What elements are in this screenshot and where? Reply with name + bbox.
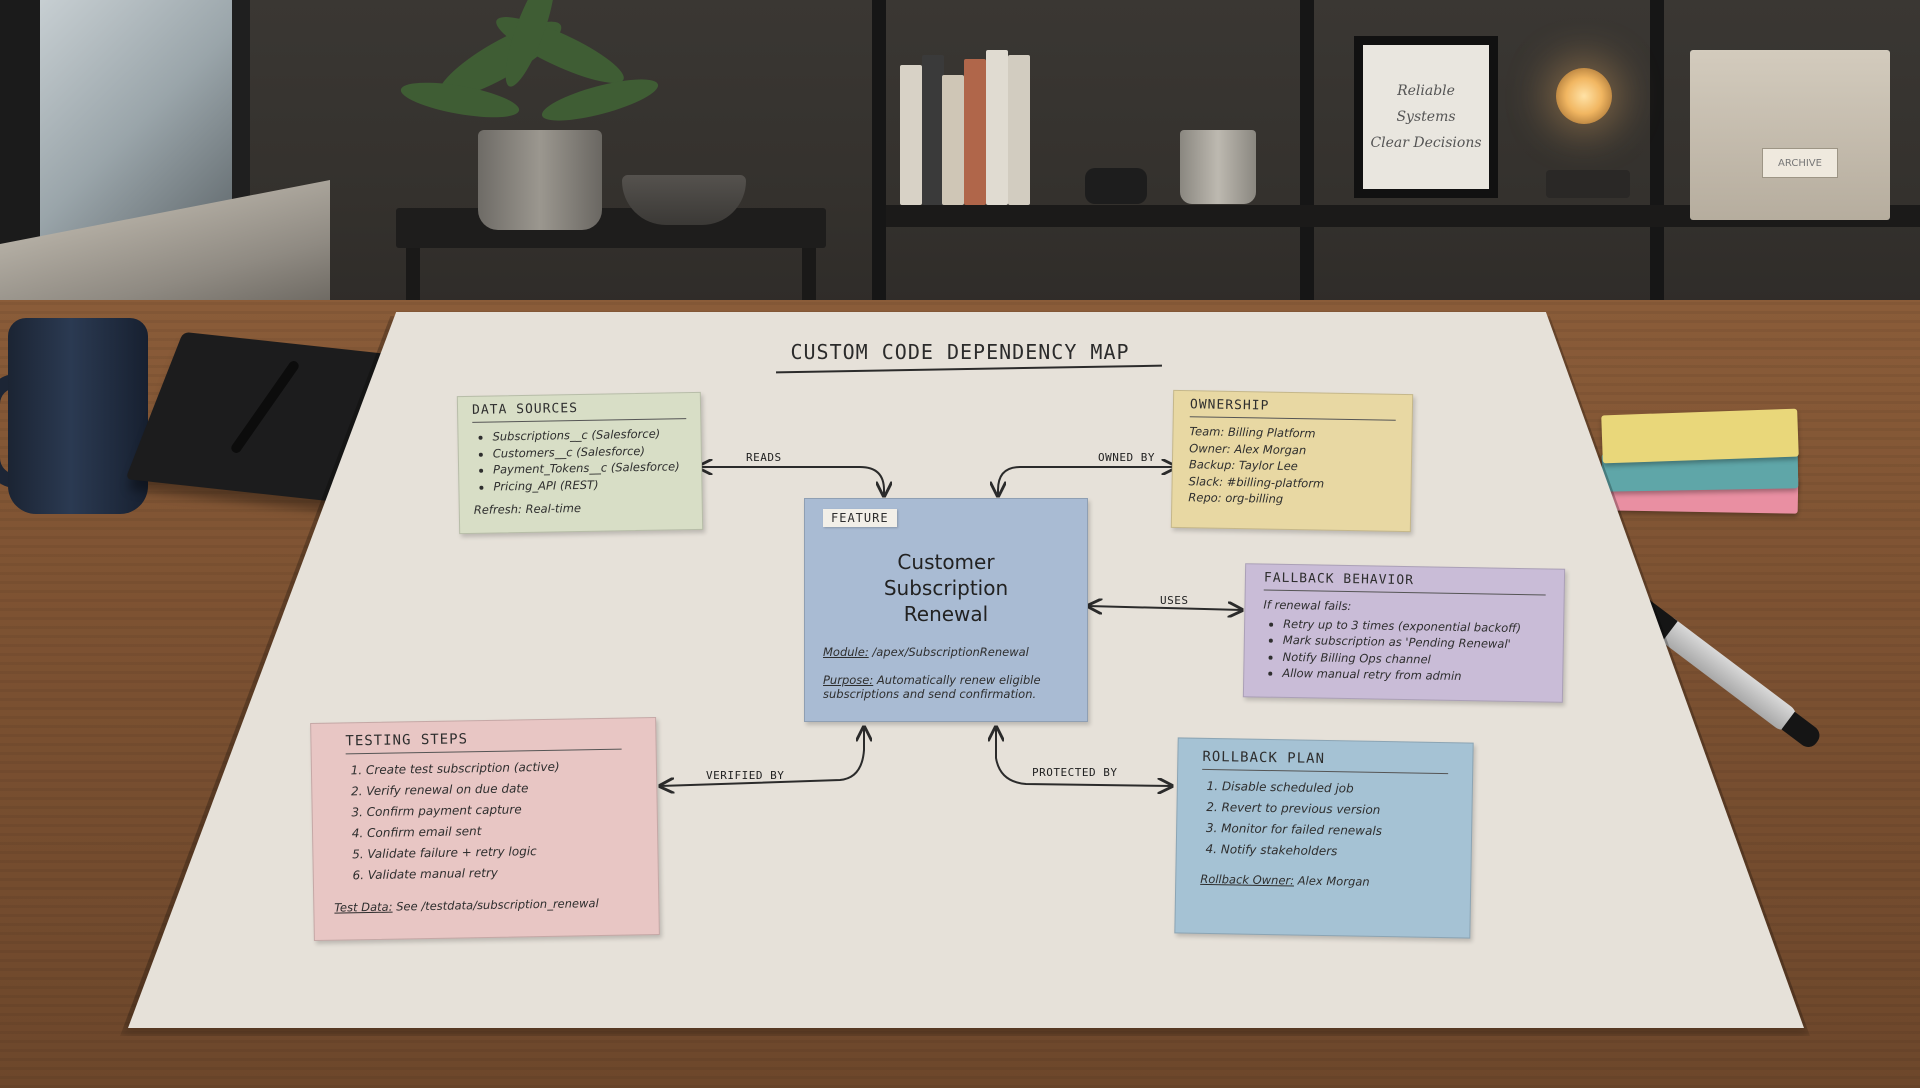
book xyxy=(986,50,1008,205)
refresh-value: Real-time xyxy=(525,500,582,516)
card-data-sources: Data Sources Subscriptions__c (Salesforc… xyxy=(456,391,704,535)
feature-name-line: Customer xyxy=(897,550,995,574)
card-feature: Feature Customer Subscription Renewal Mo… xyxy=(804,498,1088,722)
purpose-key: Purpose: xyxy=(823,673,874,687)
shelf-post xyxy=(1650,0,1664,310)
card-fallback-behavior: Fallback Behavior If renewal fails: Retr… xyxy=(1242,563,1566,703)
storage-box-label: ARCHIVE xyxy=(1762,148,1838,178)
card-rollback-plan: Rollback Plan Disable scheduled job Reve… xyxy=(1174,737,1474,939)
testing-list: Create test subscription (active) Verify… xyxy=(346,756,624,887)
feature-purpose: Purpose: Automatically renew eligible su… xyxy=(823,673,1069,701)
ownership-repo: Repo: org-billing xyxy=(1188,490,1284,506)
feature-name: Customer Subscription Renewal xyxy=(823,549,1069,627)
shelf-post xyxy=(1300,0,1314,310)
succulent-pot xyxy=(1180,130,1256,204)
desk-lamp-base xyxy=(1546,170,1630,198)
refresh-line: Refresh: Real-time xyxy=(474,499,688,517)
rollback-owner-line: Rollback Owner: Alex Morgan xyxy=(1200,872,1446,890)
bowl xyxy=(622,175,746,225)
card-title: Ownership xyxy=(1189,397,1397,421)
card-title: Testing Steps xyxy=(345,728,622,755)
label-owned-by: Owned By xyxy=(1098,451,1155,464)
card-title: Fallback Behavior xyxy=(1263,570,1547,596)
arrow-owned-by xyxy=(998,467,1176,496)
feature-name-line: Subscription xyxy=(883,576,1009,600)
smart-speaker xyxy=(1085,168,1147,204)
refresh-key: Refresh: xyxy=(473,502,522,517)
book xyxy=(1008,55,1030,205)
storage-box xyxy=(1690,50,1890,220)
plant-leaves xyxy=(400,0,659,121)
fallback-list: Retry up to 3 times (exponential backoff… xyxy=(1262,615,1545,686)
label-uses: Uses xyxy=(1160,594,1189,607)
frame-line-3: Clear Decisions xyxy=(1370,135,1482,151)
fallback-intro: If renewal fails: xyxy=(1263,597,1352,614)
test-data-value: See /testdata/subscription_renewal xyxy=(396,896,599,914)
rollback-list: Disable scheduled job Revert to previous… xyxy=(1201,776,1448,864)
book xyxy=(900,65,922,205)
book xyxy=(964,59,986,205)
list-item: Validate manual retry xyxy=(368,861,624,886)
card-ownership: Ownership Team: Billing Platform Owner: … xyxy=(1170,389,1414,533)
desk-lamp-bulb xyxy=(1556,68,1612,124)
ownership-lines: Team: Billing Platform Owner: Alex Morga… xyxy=(1188,423,1395,509)
feature-module: Module: /apex/SubscriptionRenewal xyxy=(823,645,1069,659)
list-item: Subscriptions__c (Salesforce) xyxy=(492,425,686,445)
card-testing-steps: Testing Steps Create test subscription (… xyxy=(310,716,660,942)
test-data-line: Test Data: See /testdata/subscription_re… xyxy=(334,896,624,915)
label-protected-by: Protected By xyxy=(1032,766,1118,779)
rollback-owner-key: Rollback Owner: xyxy=(1200,871,1295,888)
coffee-mug xyxy=(8,318,148,514)
data-source-list: Subscriptions__c (Salesforce) Customers_… xyxy=(472,425,687,495)
feature-badge: Feature xyxy=(823,509,897,527)
label-verified-by: Verified By xyxy=(706,769,785,782)
frame-line-2: Systems xyxy=(1396,109,1456,125)
shelf-board xyxy=(886,205,1920,227)
bookshelf xyxy=(872,0,1920,310)
rollback-owner-value: Alex Morgan xyxy=(1297,873,1370,889)
arrow-reads xyxy=(698,467,884,496)
arrow-protected-by xyxy=(996,727,1172,786)
frame-line-1: Reliable xyxy=(1397,83,1455,99)
list-item: Allow manual retry from admin xyxy=(1282,665,1544,686)
plant-pot xyxy=(478,130,602,230)
map-title: Custom Code Dependency Map xyxy=(790,340,1130,364)
label-reads: Reads xyxy=(746,451,782,464)
list-item: Payment_Tokens__c (Salesforce) xyxy=(493,458,687,478)
picture-frame: Reliable Systems Clear Decisions xyxy=(1354,36,1498,198)
module-value: /apex/SubscriptionRenewal xyxy=(872,645,1029,659)
book xyxy=(942,75,964,205)
purpose-value: Automatically renew eligible subscriptio… xyxy=(823,673,1041,701)
arrow-uses xyxy=(1088,606,1242,610)
test-data-key: Test Data: xyxy=(334,899,393,915)
card-title: Data Sources xyxy=(471,399,687,423)
book xyxy=(922,55,944,205)
list-item: Notify stakeholders xyxy=(1221,839,1447,864)
card-title: Rollback Plan xyxy=(1202,748,1449,775)
arrow-verified-by xyxy=(660,727,864,786)
list-item: Pricing_API (REST) xyxy=(493,475,687,495)
feature-name-line: Renewal xyxy=(903,602,989,626)
module-key: Module: xyxy=(823,645,869,659)
